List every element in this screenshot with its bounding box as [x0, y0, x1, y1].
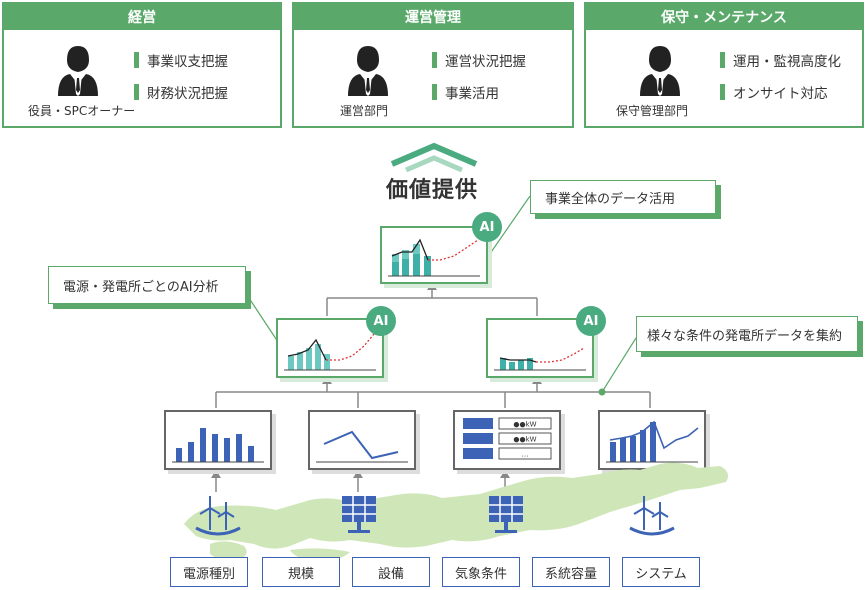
callout-data-utilization: 事業全体のデータ活用 — [530, 180, 716, 214]
tag-weather-conditions: 気象条件 — [442, 557, 520, 587]
bar-chart-graphic — [172, 428, 264, 463]
analysis-chart-right — [486, 318, 594, 378]
bullet-marker — [432, 84, 437, 100]
analysis-chart-graphic — [284, 333, 376, 371]
bullet-marker — [134, 84, 139, 100]
callout-aggregation: 様々な条件の発電所データを集約 — [636, 316, 858, 352]
bullet-text: 事業収支把握 — [147, 54, 228, 70]
panel-maintenance: 保守・メンテナンス 保守管理部門 運用・監視高度化 オンサイト対応 — [584, 2, 864, 128]
source-table: ●●kW ●●kW … — [453, 410, 561, 470]
tag-system: システム — [622, 557, 700, 587]
tag-power-source-type: 電源種別 — [170, 557, 248, 587]
table-cell: ●●kW — [513, 436, 536, 444]
solar-panel-icon — [342, 496, 376, 533]
bullet-item: オンサイト対応 — [720, 76, 841, 108]
callout-ai-analysis: 電源・発電所ごとのAI分析 — [48, 266, 246, 304]
bullet-list: 事業収支把握 財務状況把握 — [134, 44, 228, 108]
panel-operations: 運営管理 運営部門 運営状況把握 事業活用 — [292, 2, 574, 128]
person-label: 保守管理部門 — [616, 104, 689, 118]
solar-panel-icon — [489, 496, 523, 533]
person-icon — [348, 46, 388, 96]
bullet-list: 運営状況把握 事業活用 — [432, 44, 526, 108]
bullet-marker — [432, 52, 437, 68]
bullet-marker — [134, 52, 139, 68]
ai-badge: AI — [366, 306, 396, 336]
tag-equipment: 設備 — [352, 557, 430, 587]
person-icon — [640, 46, 680, 96]
bullet-item: 事業活用 — [432, 76, 526, 108]
bullet-text: 財務状況把握 — [147, 86, 228, 102]
person-icon — [58, 46, 98, 96]
bullet-list: 運用・監視高度化 オンサイト対応 — [720, 44, 841, 108]
analysis-chart-left — [276, 318, 384, 378]
bullet-text: 運営状況把握 — [445, 54, 526, 70]
bullet-marker — [720, 84, 725, 100]
wind-turbine-icon — [629, 496, 675, 536]
tag-grid-capacity: 系統容量 — [532, 557, 610, 587]
bullet-item: 財務状況把握 — [134, 76, 228, 108]
wind-turbine-icon — [195, 496, 241, 536]
panel-title: 保守・メンテナンス — [586, 4, 862, 30]
roof-icon — [390, 142, 478, 172]
line-chart-graphic — [316, 430, 408, 463]
integrated-chart — [380, 226, 488, 284]
table-cell: … — [522, 451, 529, 459]
bullet-item: 運用・監視高度化 — [720, 44, 841, 76]
source-bar-chart — [164, 410, 272, 470]
integrated-chart-graphic — [388, 238, 480, 277]
value-title: 価値提供 — [386, 178, 479, 203]
panel-title: 経営 — [4, 4, 280, 30]
tag-scale: 規模 — [262, 557, 340, 587]
bullet-text: 事業活用 — [445, 86, 499, 102]
ai-badge: AI — [576, 306, 606, 336]
source-line-chart — [308, 410, 416, 470]
panel-management: 経営 役員・SPCオーナー 事業収支把握 財務状況把握 — [2, 2, 282, 128]
analysis-chart-graphic — [494, 347, 586, 371]
person-label: 役員・SPCオーナー — [28, 104, 136, 118]
bullet-text: オンサイト対応 — [733, 86, 828, 102]
table-graphic: ●●kW ●●kW … — [463, 417, 552, 460]
bullet-item: 事業収支把握 — [134, 44, 228, 76]
table-cell: ●●kW — [513, 421, 536, 429]
person-label: 運営部門 — [340, 104, 389, 118]
panel-title: 運営管理 — [294, 4, 572, 30]
combo-chart-graphic — [606, 420, 699, 463]
bullet-marker — [720, 52, 725, 68]
bullet-item: 運営状況把握 — [432, 44, 526, 76]
ai-badge: AI — [472, 212, 502, 242]
bullet-text: 運用・監視高度化 — [733, 54, 841, 70]
